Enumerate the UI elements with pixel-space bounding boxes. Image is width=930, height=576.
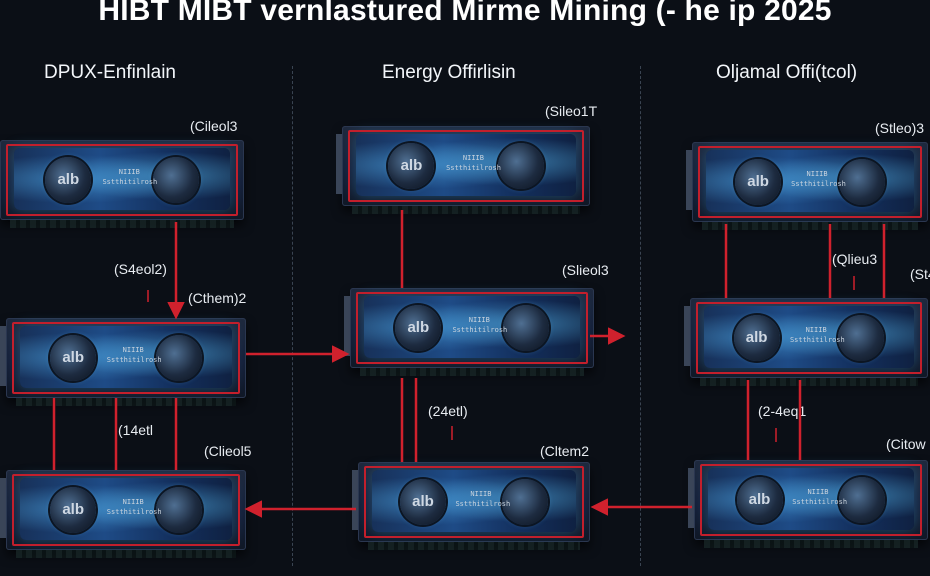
label-c1-1: (Cileol3 [190,118,238,134]
column-heading-3: Oljamal Offi(tcol) [716,62,858,83]
fan-icon: alb [50,487,97,533]
column-heading-1: DPUX-Enfinlain [44,62,176,83]
fan-icon: alb [388,143,435,189]
fan-icon: alb [735,159,782,205]
fan-icon: alb [45,157,92,203]
fan-icon [502,305,549,351]
column-divider-2 [640,66,641,566]
column-heading-2: Energy Offirlisin [382,62,516,83]
label-c1-5: (Clieol5 [204,443,252,459]
label-c3-3: (St4 [910,266,930,282]
fan-icon [155,335,202,381]
fan-icon: alb [395,305,442,351]
fan-icon [838,315,885,361]
fan-icon [497,143,544,189]
label-c1-2: (S4eol2) [114,261,167,277]
label-c3-4: (2-4eq1 [758,403,807,419]
label-c2-2: (Slieol3 [562,262,609,278]
label-c2-4: (Cltem2 [540,443,590,459]
label-c1-4: (14etl [118,422,154,438]
fan-icon [838,159,885,205]
fan-icon [502,479,549,525]
label-c2-1: (Sileo1T [545,103,598,119]
label-c1-3: (Cthem)2 [188,290,247,306]
label-c3-5: (Citow [886,436,926,452]
fan-icon: alb [733,315,780,361]
fan-icon [155,487,202,533]
fan-icon: alb [50,335,97,381]
fan-icon: alb [399,479,446,525]
fan-icon [152,157,199,203]
diagram-title: HIBT MIBT vernlastured Mirme Mining (- h… [98,0,832,27]
label-c3-2: (Qlieu3 [832,251,878,267]
label-c3-1: (Stleo)3 [875,120,925,136]
label-c2-3: (24etl) [428,403,468,419]
fan-icon: alb [736,477,783,523]
column-divider-1 [292,66,293,566]
fan-icon [839,477,886,523]
